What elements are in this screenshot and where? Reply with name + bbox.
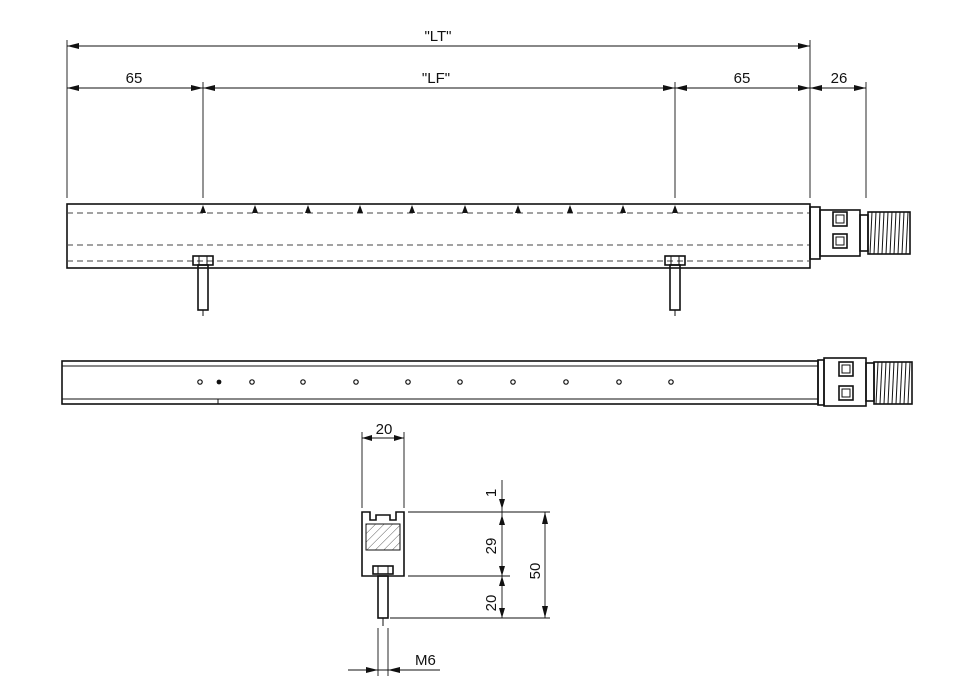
dimension-lf: 65 "LF" 65 xyxy=(67,70,810,198)
dim-lt-label: "LT" xyxy=(424,28,451,45)
connector-top xyxy=(817,357,913,407)
dim-left-65-label: 65 xyxy=(126,70,143,87)
dim-50-label: 50 xyxy=(527,563,544,580)
dim-29-label: 29 xyxy=(483,538,500,555)
cross-section: 20 1 29 20 50 M6 xyxy=(348,421,550,676)
cable-ribs xyxy=(869,211,909,255)
dim-1-label: 1 xyxy=(483,489,500,497)
dim-m6-label: M6 xyxy=(415,652,436,669)
dim-right-65-label: 65 xyxy=(734,70,751,87)
connector-side xyxy=(809,206,911,260)
emitter-points xyxy=(200,205,678,213)
side-view-bar xyxy=(66,203,911,316)
dim-20-height-label: 20 xyxy=(483,595,500,612)
dim-26-label: 26 xyxy=(831,70,848,87)
dimension-lt: "LT" xyxy=(66,28,811,198)
dim-20-width-label: 20 xyxy=(376,421,393,438)
emitter-holes xyxy=(197,379,674,385)
cable-ribs-top xyxy=(875,361,911,405)
dim-lf-label: "LF" xyxy=(422,70,450,87)
top-view-bar xyxy=(61,357,913,407)
mounting-pin-right xyxy=(664,255,686,316)
dimension-26: 26 xyxy=(810,70,867,198)
mounting-pin-left xyxy=(192,255,214,316)
